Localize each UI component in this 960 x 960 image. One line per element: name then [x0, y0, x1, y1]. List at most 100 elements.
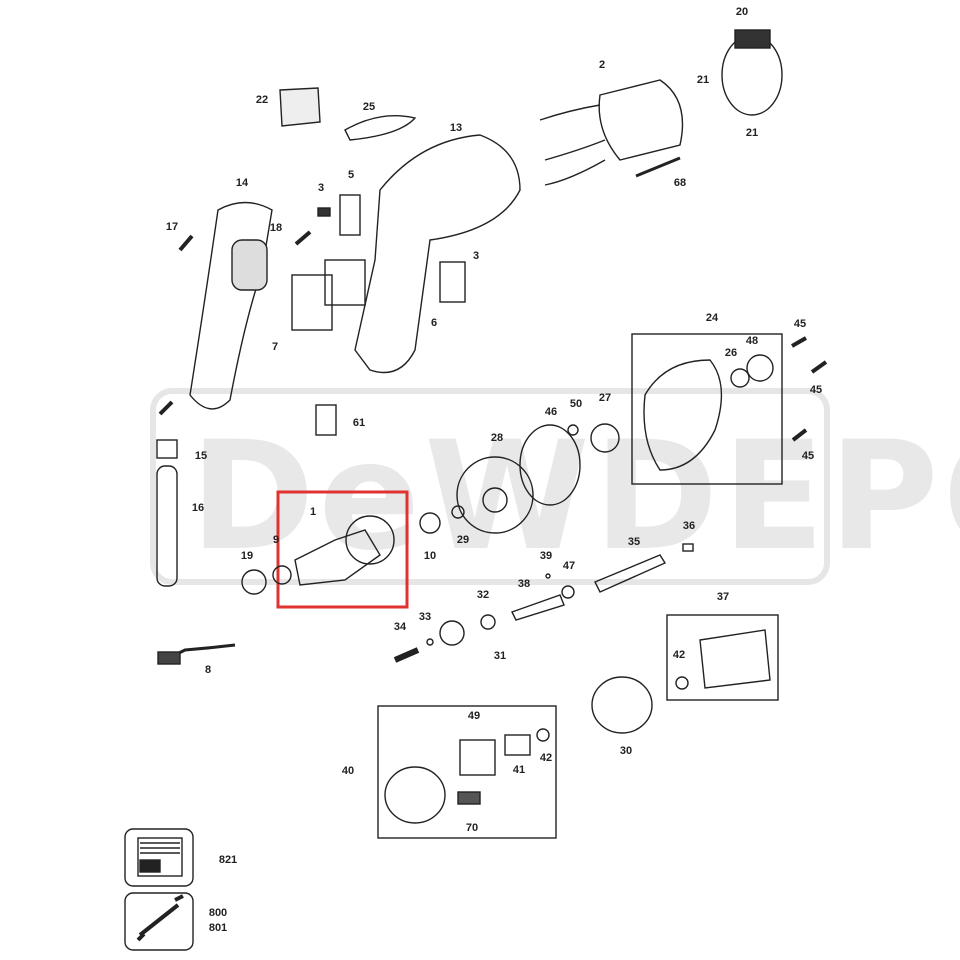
callout-c70: 70	[465, 822, 479, 834]
callout-c47: 47	[562, 560, 576, 572]
callout-c45b: 45	[809, 384, 823, 396]
bearing-9	[272, 565, 292, 585]
callout-c821: 821	[218, 854, 238, 866]
callout-c21b: 21	[745, 127, 759, 139]
group-box-24	[631, 333, 783, 485]
screw-45a	[791, 336, 807, 348]
callout-c48: 48	[745, 335, 759, 347]
spring-34	[393, 647, 420, 663]
handle-14	[189, 201, 273, 410]
callout-c35: 35	[627, 536, 641, 548]
callout-c36: 36	[682, 520, 696, 532]
callout-c20: 20	[735, 6, 749, 18]
holder-5	[339, 194, 361, 236]
pin-36	[682, 543, 694, 552]
callout-c26: 26	[724, 347, 738, 359]
bearing-26	[730, 368, 750, 388]
callout-c39: 39	[539, 550, 553, 562]
group-box-37	[666, 614, 779, 701]
callout-c61: 61	[352, 417, 366, 429]
callout-c18: 18	[269, 222, 283, 234]
callout-c6: 6	[430, 317, 438, 329]
armature-1	[294, 529, 381, 586]
collar-30	[591, 676, 653, 734]
nut-47	[561, 585, 575, 599]
callout-c801: 801	[208, 922, 228, 934]
callout-c24: 24	[705, 312, 719, 324]
part-25	[344, 115, 417, 141]
callout-c40: 40	[341, 765, 355, 777]
callout-c46: 46	[544, 406, 558, 418]
callout-c32: 32	[476, 589, 490, 601]
highlight-box	[276, 490, 409, 609]
callout-c10: 10	[423, 550, 437, 562]
callout-c42b: 42	[539, 752, 553, 764]
part-41	[504, 734, 531, 756]
part-49	[459, 739, 496, 776]
callout-c8: 8	[204, 664, 212, 676]
plate-22	[279, 87, 321, 127]
callout-c34: 34	[393, 621, 407, 633]
callout-c1: 1	[309, 506, 317, 518]
group-box-40	[377, 705, 557, 839]
callout-c45c: 45	[801, 450, 815, 462]
callout-c3b: 3	[472, 250, 480, 262]
washer-19	[241, 569, 267, 595]
watermark-frame	[150, 388, 830, 585]
callout-c45a: 45	[793, 318, 807, 330]
screw-45c	[791, 428, 808, 442]
screw	[158, 400, 174, 416]
shaft-38	[511, 594, 565, 621]
grip-texture	[231, 239, 268, 291]
screw-45b	[810, 360, 828, 374]
plate-28	[456, 456, 534, 534]
tie-68	[635, 156, 681, 178]
switch-7	[291, 274, 333, 331]
housing-13	[354, 134, 521, 374]
ring-42b	[536, 728, 550, 742]
callout-c7: 7	[271, 341, 279, 353]
callout-c22: 22	[255, 94, 269, 106]
callout-c30: 30	[619, 745, 633, 757]
watermark: DeWDEPO	[190, 410, 960, 584]
spindle-35	[594, 554, 667, 593]
callout-c14: 14	[235, 177, 249, 189]
part-61	[315, 404, 337, 436]
nosepiece-37	[699, 629, 771, 689]
ball-33	[426, 638, 434, 646]
callout-c41: 41	[512, 764, 526, 776]
callout-c31: 31	[493, 650, 507, 662]
field-2	[598, 79, 684, 161]
callout-c28: 28	[490, 432, 504, 444]
ball-39	[545, 573, 551, 579]
brush-3a	[317, 207, 331, 217]
callout-c17: 17	[165, 221, 179, 233]
holder-6	[439, 261, 466, 303]
callout-c49: 49	[467, 710, 481, 722]
ring-42a	[675, 676, 689, 690]
ring-48	[746, 354, 774, 382]
collar-40	[384, 766, 446, 824]
callout-c21a: 21	[696, 74, 710, 86]
callout-c13: 13	[449, 122, 463, 134]
callout-c68: 68	[673, 177, 687, 189]
gearcase-24	[643, 359, 723, 471]
callout-c37: 37	[716, 591, 730, 603]
callout-c3a: 3	[317, 182, 325, 194]
callout-c9: 9	[272, 534, 280, 546]
screw-18	[294, 230, 312, 246]
callout-c29: 29	[456, 534, 470, 546]
callout-c800: 800	[208, 907, 228, 919]
label-box-821	[124, 828, 194, 887]
cord-clamp	[157, 651, 181, 665]
callout-c38: 38	[517, 578, 531, 590]
clip-15	[156, 439, 178, 459]
callout-c15: 15	[194, 450, 208, 462]
plate-28-hub	[482, 487, 508, 513]
switch-trigger	[324, 259, 366, 306]
tube-16	[156, 465, 178, 587]
callout-c27: 27	[598, 392, 612, 404]
label-box-800	[124, 892, 194, 951]
